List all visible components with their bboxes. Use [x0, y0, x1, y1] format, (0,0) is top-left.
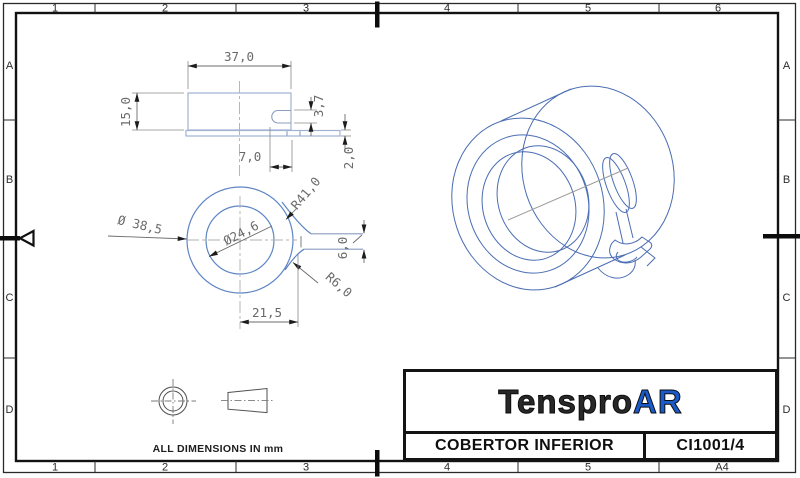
part-title: COBERTOR INFERIOR — [406, 434, 646, 458]
grid-col-top-4: 4 — [444, 3, 450, 15]
dim-flange-thickness: 2,0 — [341, 147, 356, 170]
center-mark-left — [0, 236, 20, 241]
isometric-view — [451, 85, 675, 291]
drawing-code: CI1001/4 — [676, 437, 745, 454]
projection-cone-icon — [227, 387, 268, 414]
grid-row-left-c: C — [6, 292, 14, 304]
grid-col-bottom-2: 2 — [162, 462, 168, 474]
grid-col-bottom-5: 5 — [585, 462, 591, 474]
grid-row-right-a: A — [783, 60, 791, 72]
grid-col-bottom-a4: A4 — [715, 462, 728, 474]
grid-col-bottom-4: 4 — [444, 462, 450, 474]
logo-accent: AR — [633, 382, 683, 420]
units-note: ALL DIMENSIONS IN mm — [153, 443, 284, 455]
dim-width: 37,0 — [224, 49, 254, 64]
grid-row-right-c: C — [783, 292, 791, 304]
dim-height: 15,0 — [118, 97, 133, 127]
grid-row-right-b: B — [783, 174, 790, 186]
title-block: TensproAR COBERTOR INFERIOR CI1001/4 — [403, 369, 778, 461]
front-view — [185, 81, 341, 176]
title-block-bottom-row: COBERTOR INFERIOR CI1001/4 — [406, 431, 775, 458]
grid-row-left-b: B — [6, 174, 13, 186]
projection-circle-icon — [158, 386, 188, 416]
grid-col-top-2: 2 — [162, 3, 168, 15]
dim-radius-small: R6,0 — [323, 269, 356, 300]
center-mark-bottom — [375, 450, 380, 477]
grid-row-left-a: A — [6, 60, 14, 72]
dim-outer-diameter: Ø 38,5 — [116, 212, 163, 237]
grid-col-top-1: 1 — [52, 3, 58, 15]
dim-tab-offset: 21,5 — [252, 305, 282, 320]
grid-col-top-6: 6 — [715, 3, 721, 15]
front-view-dimensions: 37,0 15,0 7,0 3,7 2,0 — [118, 49, 356, 172]
dim-tab-height: 3,7 — [311, 95, 326, 118]
grid-col-bottom-3: 3 — [303, 462, 309, 474]
projection-symbol — [151, 379, 274, 424]
grid-col-top-3: 3 — [303, 3, 309, 15]
dim-radius-large: R41,0 — [288, 174, 324, 212]
grid-row-right-d: D — [783, 404, 791, 416]
center-mark-right — [763, 234, 800, 239]
orientation-arrow-icon — [17, 229, 35, 248]
top-view-dimensions: Ø 38,5 Ø24,6 R41,0 R6,0 6,0 21,5 — [107, 174, 367, 327]
grid-row-left-d: D — [6, 404, 14, 416]
dim-tab-width: 6,0 — [335, 237, 350, 260]
logo-text: Tenspro — [498, 382, 634, 420]
dim-inner-diameter: Ø24,6 — [221, 218, 261, 249]
center-mark-top — [375, 1, 380, 28]
grid-col-top-5: 5 — [585, 3, 591, 15]
grid-col-bottom-1: 1 — [52, 462, 58, 474]
dim-tab-length: 7,0 — [239, 149, 262, 164]
top-view — [186, 186, 363, 329]
company-logo: TensproAR — [406, 372, 775, 431]
